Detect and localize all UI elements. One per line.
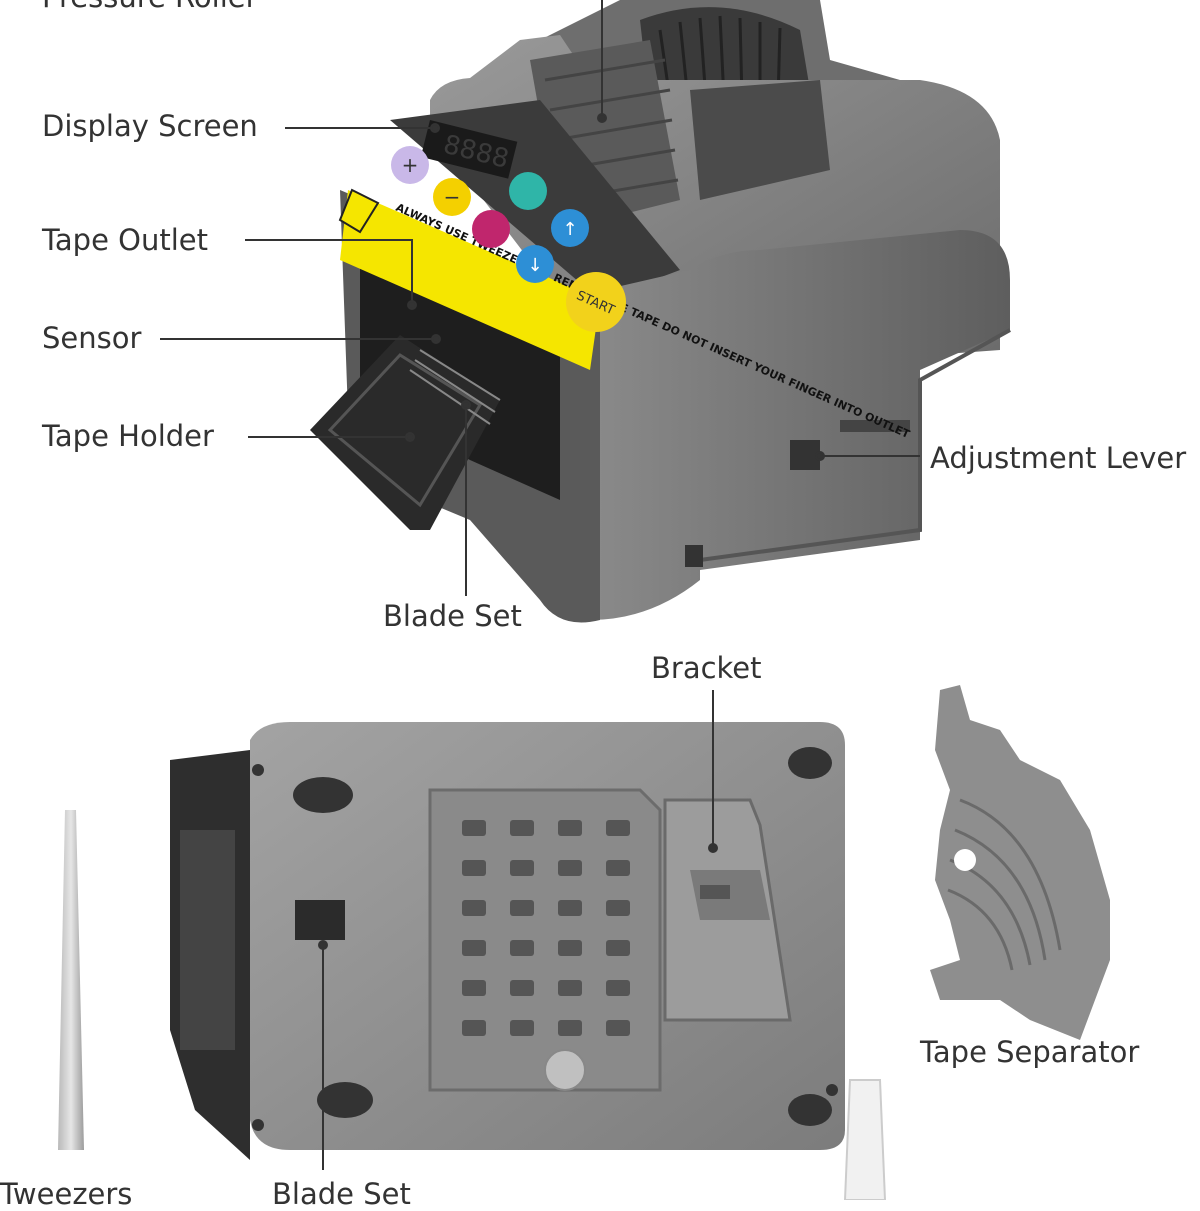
plus-button[interactable] xyxy=(391,146,429,184)
adjustment-lever xyxy=(790,440,820,470)
machine-side xyxy=(560,230,1010,620)
bracket-label: Bracket xyxy=(651,651,762,685)
tape-holder-label: Tape Holder xyxy=(42,419,214,453)
minus-button[interactable] xyxy=(433,178,471,216)
pressure-roller-label: Pressure Roller xyxy=(42,0,258,12)
blade-set-slot xyxy=(295,900,345,940)
tape-separator xyxy=(930,685,1110,1040)
machine-underside xyxy=(170,722,845,1160)
up-button[interactable] xyxy=(551,209,589,247)
adjustment-lever-label: Adjustment Lever xyxy=(930,441,1187,475)
down-button-label: ↓ xyxy=(527,255,542,276)
separator-hole xyxy=(954,849,976,871)
leader-lines-top xyxy=(160,0,920,596)
leader-lines-bottom xyxy=(318,690,718,1170)
vent-grid xyxy=(462,820,630,1036)
plus-button-label: + xyxy=(402,153,419,177)
select-button[interactable] xyxy=(472,210,510,248)
up-button-label: ↑ xyxy=(562,219,577,240)
tape-outlet-label: Tape Outlet xyxy=(42,223,208,257)
tweezers-label: Tweezers xyxy=(0,1177,133,1211)
panel-buttons: + − ↑ ↓ START xyxy=(391,146,626,332)
tape-channel xyxy=(690,80,830,200)
blade-set-comb xyxy=(409,349,501,425)
tape-separator-label: Tape Separator xyxy=(920,1035,1140,1069)
oil-bottle xyxy=(843,1079,887,1201)
blade-set-bottom-label: Blade Set xyxy=(272,1177,411,1211)
down-button[interactable] xyxy=(516,245,554,283)
start-button[interactable] xyxy=(566,272,626,332)
tweezers xyxy=(58,810,84,1150)
display-screen-label: Display Screen xyxy=(42,109,258,143)
tape-dispenser-machine: ALWAYS USE TWEEZERS TO REMOVE THE TAPE D… xyxy=(310,0,1011,623)
warning-label xyxy=(340,190,600,370)
display-screen xyxy=(420,120,518,179)
sensor-label: Sensor xyxy=(42,321,142,355)
mode-button[interactable] xyxy=(509,172,547,210)
minus-button-label: − xyxy=(444,185,461,209)
blade-set-top-label: Blade Set xyxy=(383,599,522,633)
